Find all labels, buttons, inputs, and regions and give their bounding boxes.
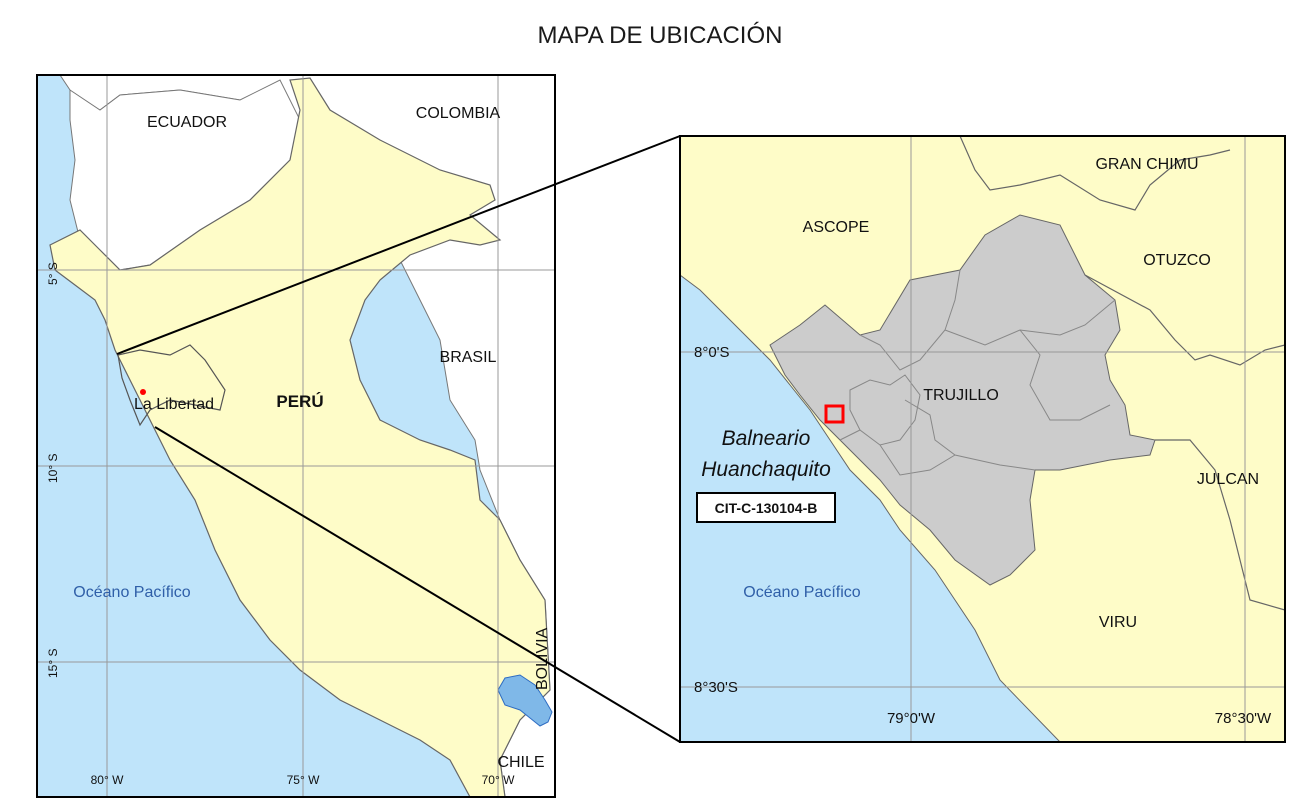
lat-label-8-30s: 8°30'S	[694, 679, 738, 696]
zoom-connector-lines	[116, 135, 681, 743]
lon-label-79-0w: 79°0'W	[887, 710, 936, 727]
lat-label-5s: 5° S	[46, 262, 60, 285]
site-location-box	[824, 404, 845, 424]
district-boundaries	[839, 269, 1116, 476]
site-code-box	[696, 492, 836, 523]
la-libertad-region	[117, 344, 226, 427]
label-site-line2: Huanchaquito	[701, 458, 831, 481]
inset-map: ASCOPE GRAN CHIMU OTUZCO TRUJILLO JULCAN…	[679, 135, 1286, 743]
lat-label-15s: 15° S	[46, 649, 60, 678]
label-trujillo: TRUJILLO	[923, 387, 999, 404]
lon-label-70w: 70° W	[482, 773, 515, 787]
label-julcan: JULCAN	[1197, 471, 1259, 488]
label-chile: CHILE	[497, 754, 544, 771]
site-marker-dot	[140, 389, 146, 395]
lon-label-75w: 75° W	[287, 773, 320, 787]
lon-label-78-30w: 78°30'W	[1215, 710, 1272, 727]
label-brasil: BRASIL	[440, 349, 497, 366]
label-otuzco: OTUZCO	[1143, 252, 1211, 269]
label-la-libertad: La Libertad	[134, 396, 214, 413]
label-site-line1: Balneario	[722, 427, 811, 450]
label-colombia: COLOMBIA	[416, 105, 501, 122]
label-gran-chimu: GRAN CHIMU	[1095, 156, 1198, 173]
lon-label-80w: 80° W	[91, 773, 124, 787]
label-main-ocean: Océano Pacífico	[73, 584, 191, 601]
main-graticule	[37, 75, 555, 797]
label-site-code: CIT-C-130104-B	[715, 500, 818, 516]
label-viru: VIRU	[1099, 614, 1137, 631]
lake-titicaca	[497, 674, 553, 727]
inset-map-frame	[679, 135, 1286, 743]
lat-label-10s: 10° S	[46, 454, 60, 483]
peru-area	[49, 77, 551, 797]
inset-graticule	[680, 136, 1285, 742]
label-inset-ocean: Océano Pacífico	[743, 584, 861, 601]
map-title: MAPA DE UBICACIÓN	[538, 22, 783, 49]
label-ascope: ASCOPE	[803, 219, 870, 236]
main-map-frame	[36, 74, 556, 798]
lat-label-8-0s: 8°0'S	[694, 344, 730, 361]
trujillo-province	[769, 214, 1156, 586]
label-ecuador: ECUADOR	[147, 114, 227, 131]
main-map: ECUADOR COLOMBIA BRASIL BOLIVIA CHILE PE…	[36, 74, 556, 798]
label-peru: PERÚ	[276, 392, 323, 411]
